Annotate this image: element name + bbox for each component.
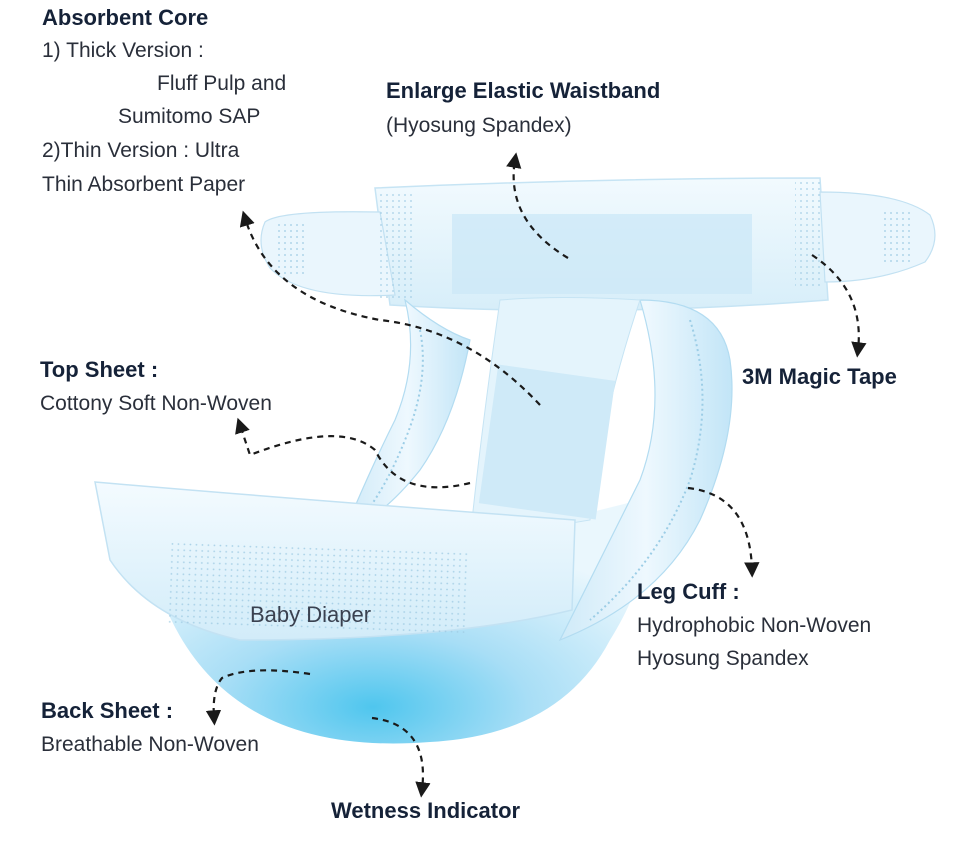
absorbent-core-line5: Thin Absorbent Paper <box>42 173 246 196</box>
arrow-waistband <box>506 152 569 259</box>
right-tape-dots <box>880 210 912 262</box>
diaper-illustration <box>94 177 936 744</box>
front-landing-zone <box>166 542 470 634</box>
absorbent-core-line3: Sumitomo SAP <box>118 105 261 128</box>
left-tape-dots <box>275 222 305 277</box>
arrow-top-sheet <box>235 417 471 489</box>
arrow-leg-cuff <box>687 486 760 578</box>
right-tape-wing <box>819 191 936 283</box>
wetness-indicator-title: Wetness Indicator <box>331 798 521 823</box>
baby-diaper-print: Baby Diaper <box>250 602 372 627</box>
left-tape-strip <box>380 190 412 298</box>
leg-cuff-line1: Hydrophobic Non-Woven <box>637 614 872 637</box>
leg-cuff-line2: Hyosung Spandex <box>637 647 809 670</box>
absorbent-core-panel <box>478 364 616 520</box>
left-leg-cuff <box>343 298 471 531</box>
right-tape-strip <box>795 182 823 290</box>
arrow-wetness <box>371 716 431 798</box>
back-sheet-title: Back Sheet : <box>41 698 174 723</box>
magic-tape-title: 3M Magic Tape <box>742 364 897 389</box>
right-leg-cuff <box>558 299 733 642</box>
top-sheet-title: Top Sheet : <box>40 357 159 382</box>
absorbent-core-line2: Fluff Pulp and <box>157 72 287 95</box>
leader-arrows <box>205 152 867 798</box>
absorbent-core-line4: 2)Thin Version : Ultra <box>42 139 240 162</box>
waistband-body: (Hyosung Spandex) <box>386 114 572 137</box>
absorbent-core-title: Absorbent Core <box>42 5 209 30</box>
arrow-absorbent-core <box>239 210 541 406</box>
leg-cuff-title: Leg Cuff : <box>637 579 740 604</box>
waistband-elastic-panel <box>452 214 752 294</box>
waistband-title: Enlarge Elastic Waistband <box>386 78 661 103</box>
arrow-back-sheet <box>205 669 311 726</box>
absorbent-core-line1: 1) Thick Version : <box>42 39 204 62</box>
arrow-magic-tape <box>811 254 867 358</box>
back-sheet-body: Breathable Non-Woven <box>41 733 259 756</box>
top-sheet-body: Cottony Soft Non-Woven <box>40 392 272 415</box>
